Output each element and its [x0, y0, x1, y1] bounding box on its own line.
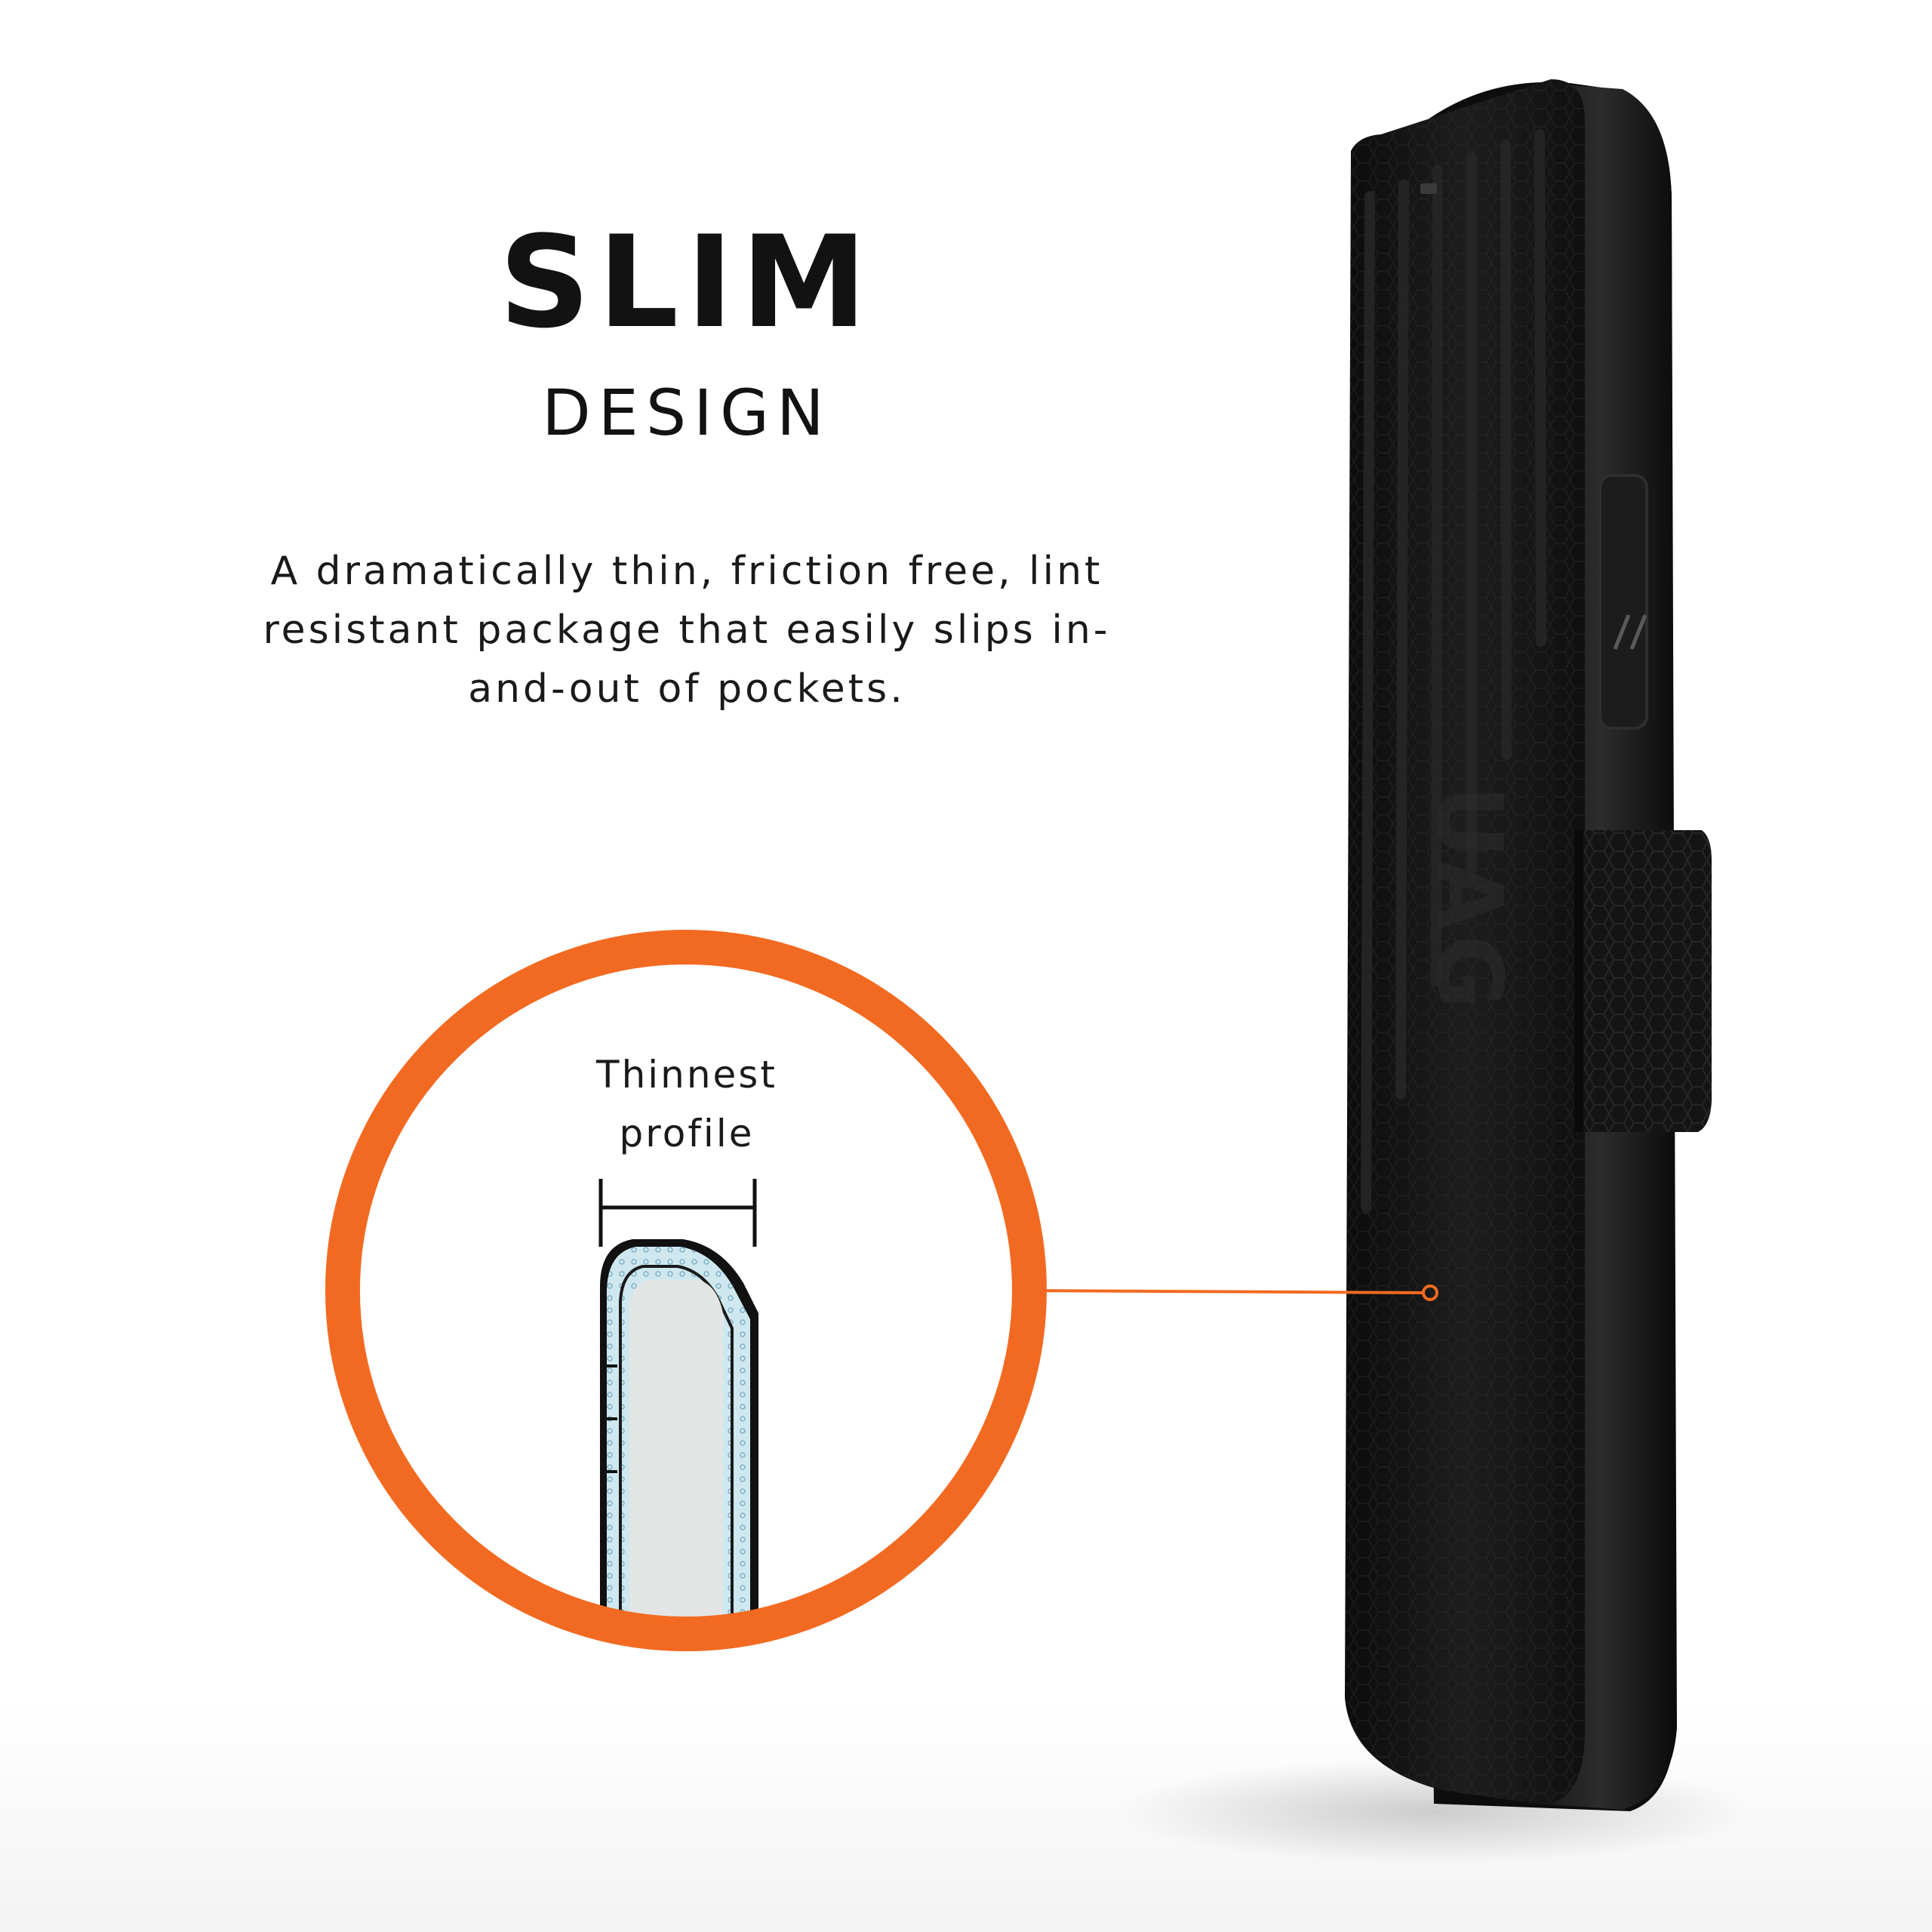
camera-notch [1420, 183, 1437, 194]
page-subtitle: DESIGN [542, 376, 832, 450]
callout-label: Thinnest profile [596, 1053, 777, 1155]
svg-text:UAG: UAG [1416, 785, 1521, 1014]
caliper-measure-icon [598, 1179, 757, 1247]
feature-description: A dramatically thin, friction free, lint… [263, 549, 1111, 712]
side-button [1598, 474, 1648, 730]
cross-section-drawing [600, 1239, 758, 1634]
callout-leader-line [1020, 1289, 1424, 1294]
page-title: SLIM [499, 208, 875, 356]
uag-logo-icon: UAG [1416, 785, 1521, 1014]
button-grip-marks [1613, 614, 1647, 650]
cover-ridges [1361, 129, 1546, 1213]
